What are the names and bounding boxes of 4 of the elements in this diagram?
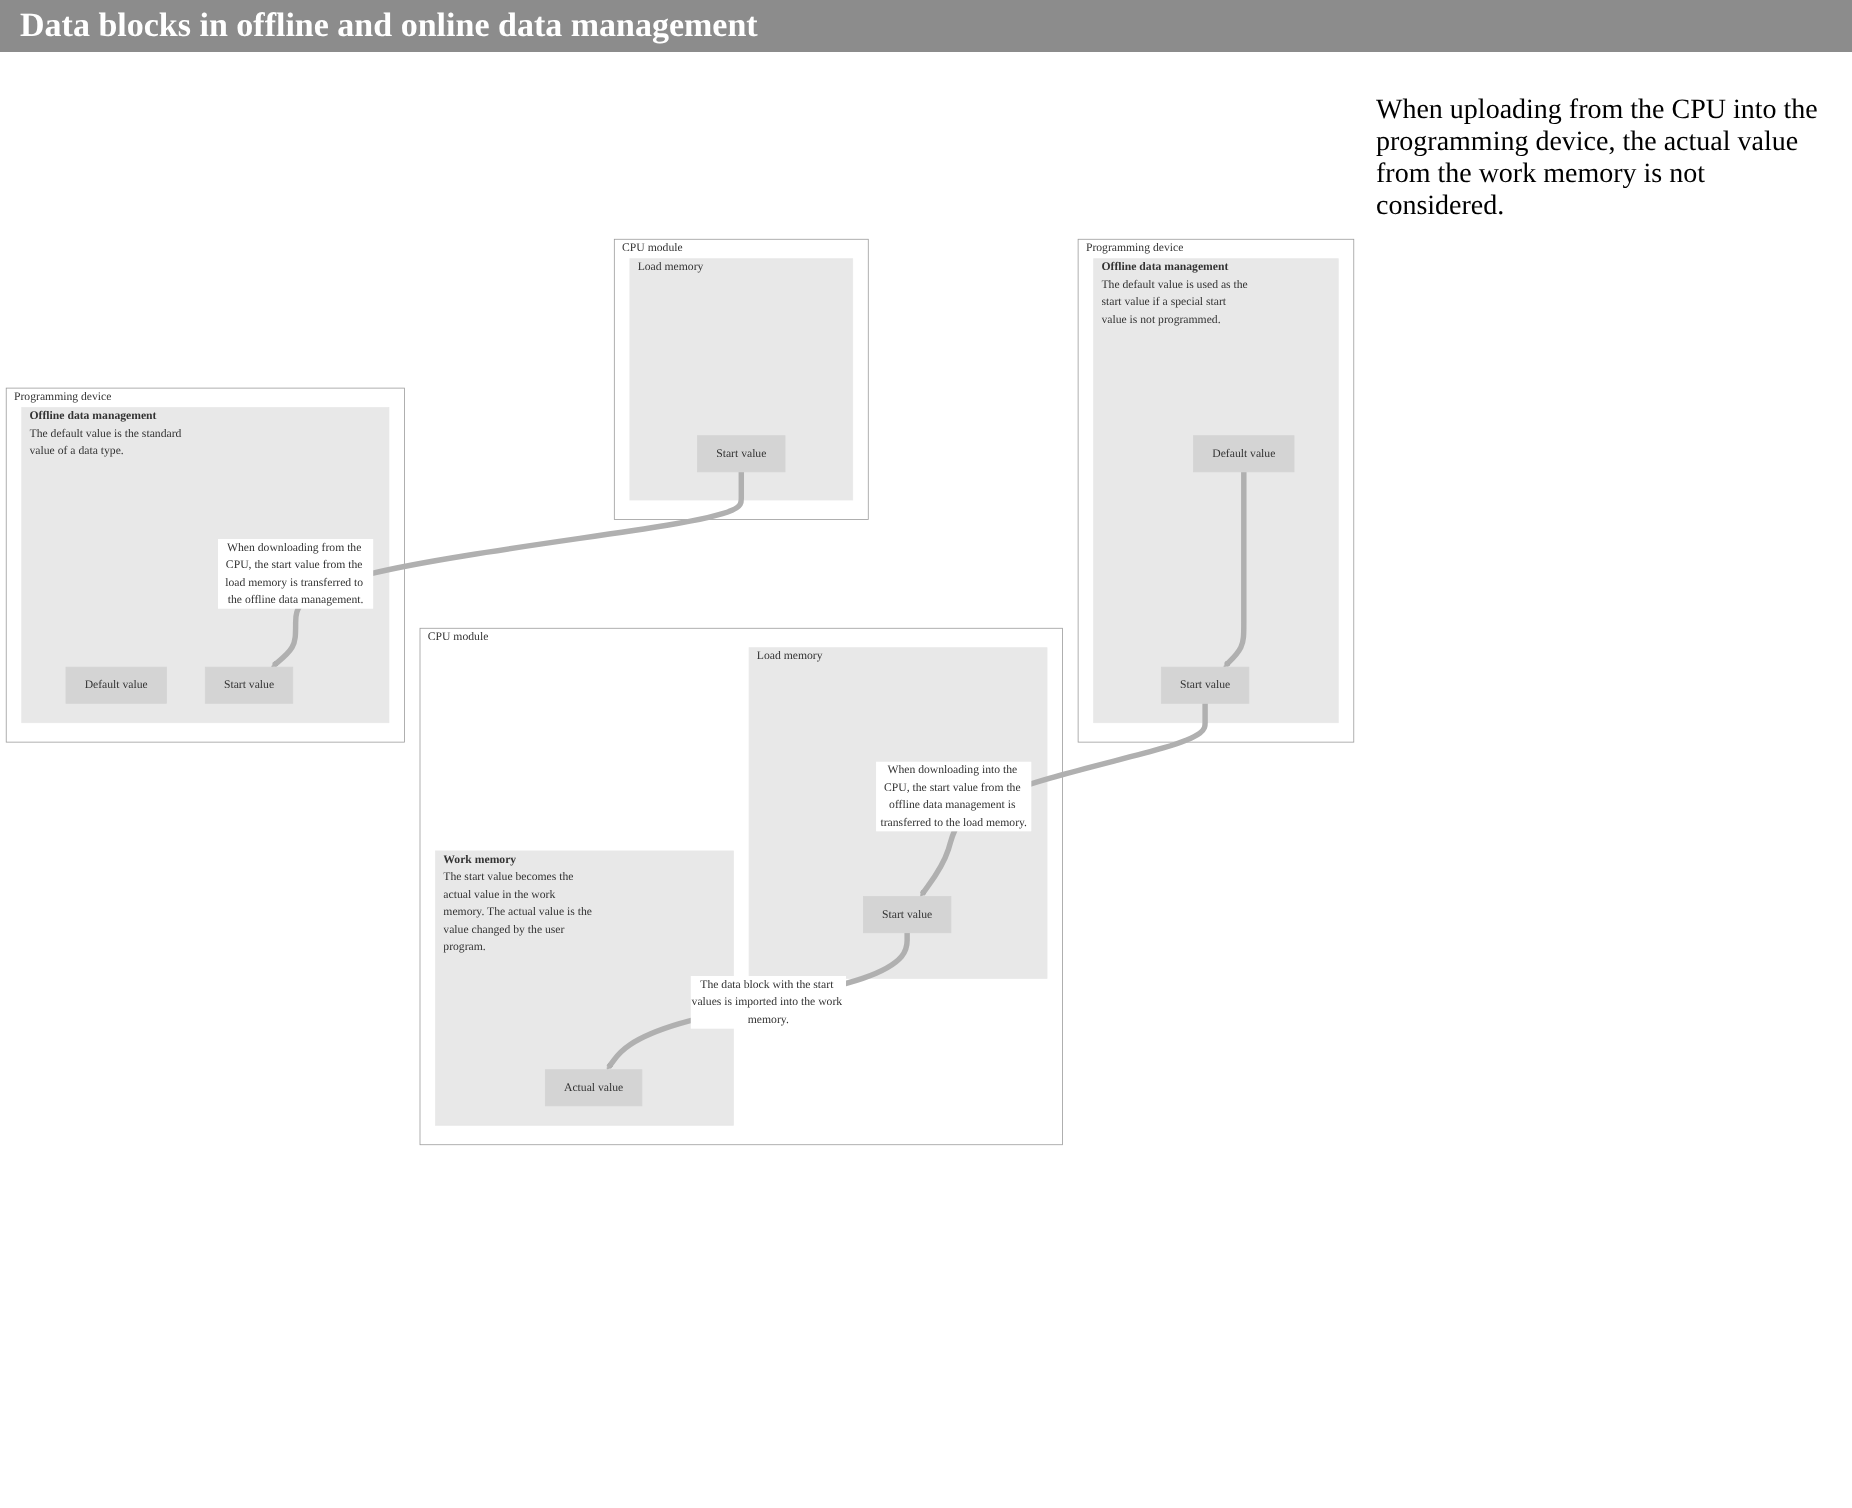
arrow [1223,471,1247,668]
note-text: When uploading from the CPU into the programming device, the actual value from the work memory is not considered. [1376,96,1820,224]
arrow [606,932,910,1071]
title-bar: Data blocks in offline and online data management [0,0,1852,52]
